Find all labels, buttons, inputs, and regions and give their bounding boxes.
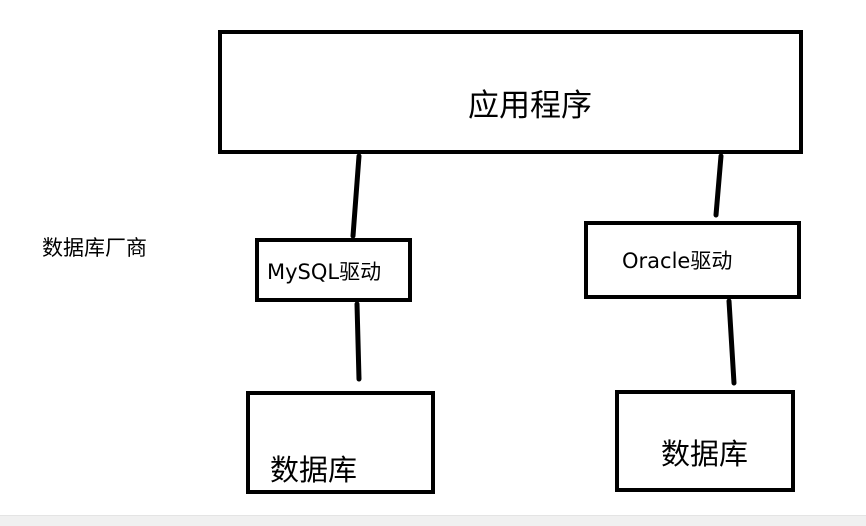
application-box: 应用程序	[218, 30, 803, 154]
application-label: 应用程序	[468, 88, 592, 124]
connector-app-to-oracle	[713, 153, 724, 218]
connector-mysql-to-db	[354, 301, 362, 382]
oracle-driver-label: Oracle驱动	[622, 249, 733, 273]
oracle-driver-box: Oracle驱动	[584, 221, 801, 299]
oracle-database-label: 数据库	[661, 437, 749, 471]
mysql-database-label: 数据库	[270, 453, 358, 487]
mysql-driver-box: MySQL驱动	[255, 238, 412, 302]
mysql-driver-label: MySQL驱动	[267, 260, 382, 284]
oracle-database-box: 数据库	[615, 390, 795, 492]
diagram-canvas: 数据库厂商 应用程序 MySQL驱动 Oracle驱动 数据库 数据库	[42, 30, 803, 494]
connector-oracle-to-db	[726, 298, 737, 386]
database-vendor-label: 数据库厂商	[42, 236, 147, 260]
connector-app-to-mysql	[350, 153, 362, 239]
mysql-database-box: 数据库	[246, 391, 435, 494]
bottom-strip	[0, 515, 866, 526]
